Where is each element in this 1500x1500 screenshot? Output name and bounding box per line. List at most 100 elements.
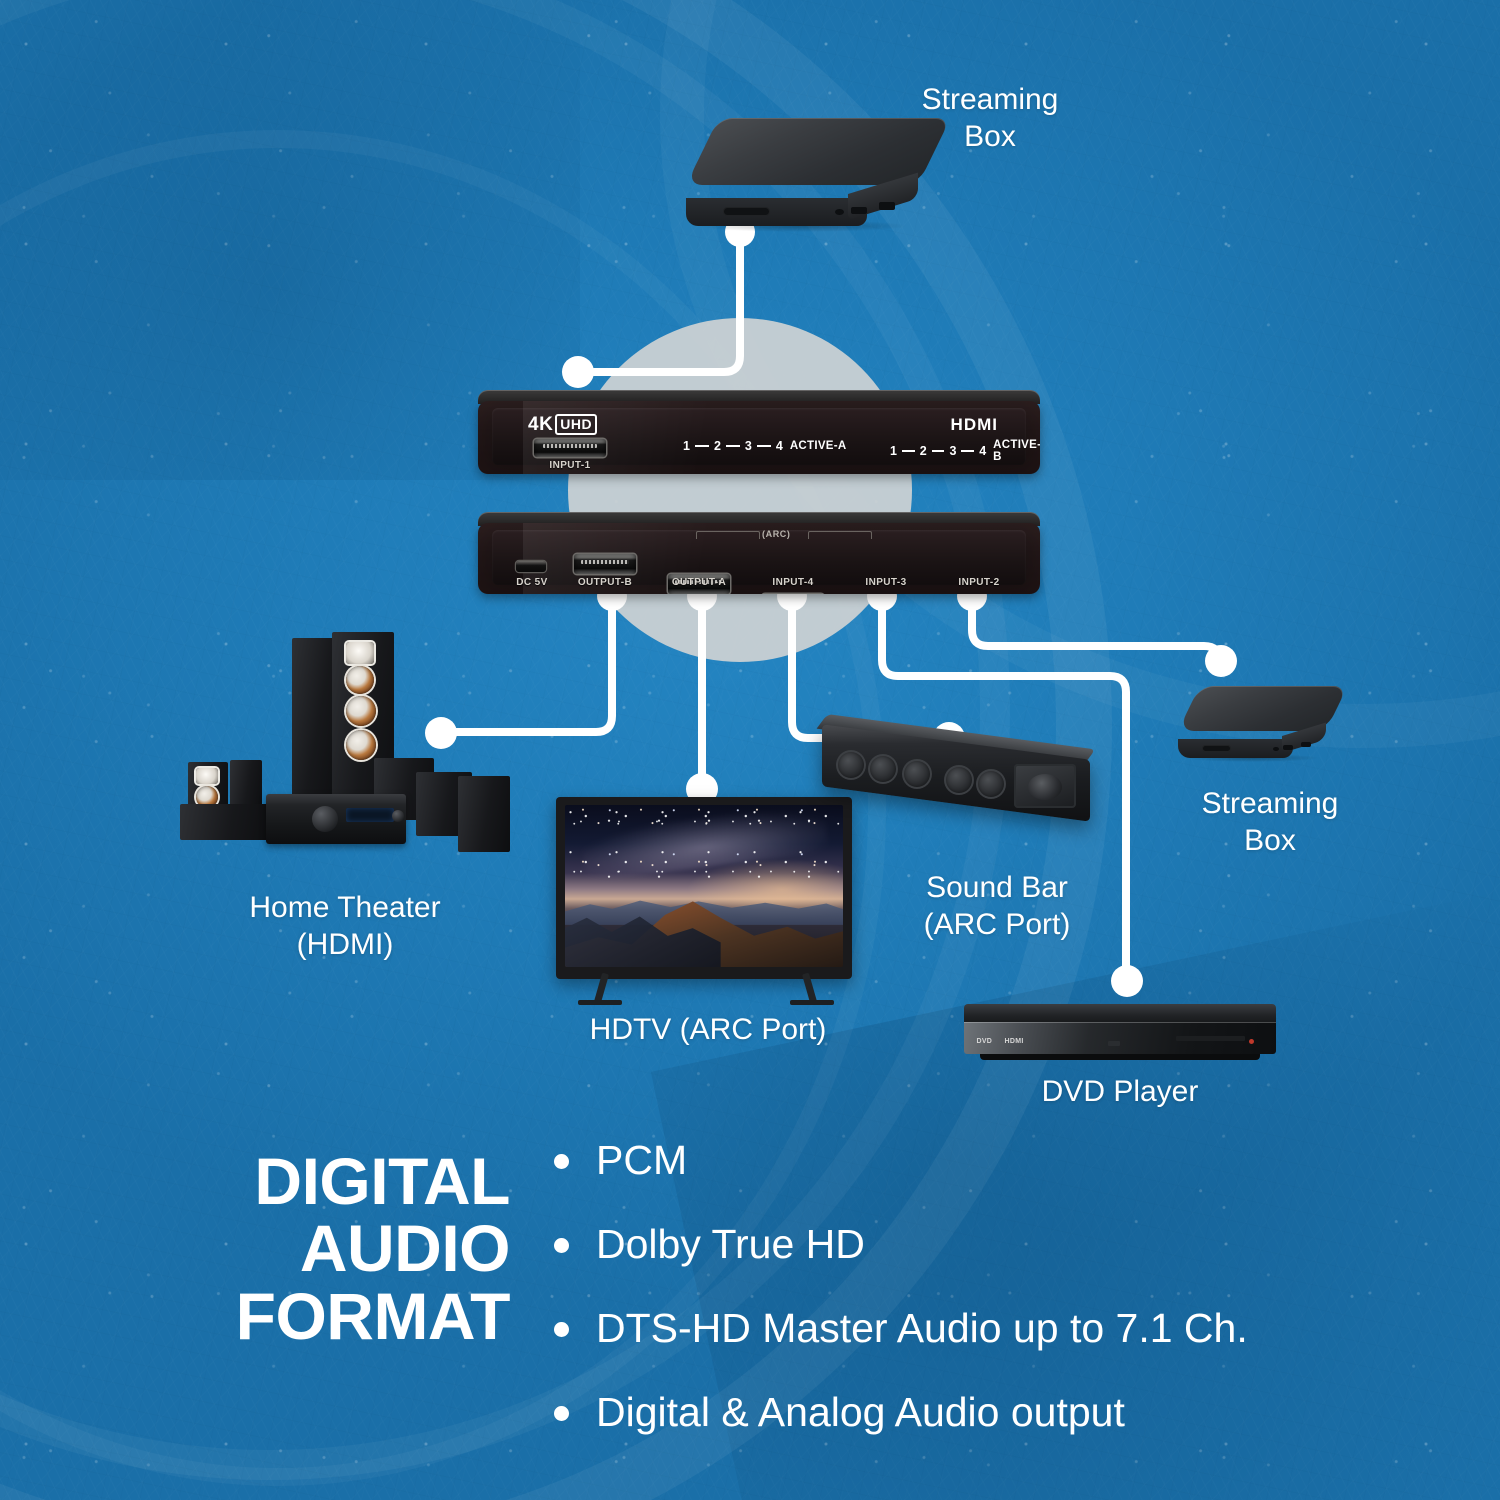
wire-dot-streaming-box-right <box>1205 645 1237 677</box>
port-label-input-4: INPUT-4 <box>772 577 814 588</box>
dc-power-port <box>516 561 546 572</box>
tower-driver-2 <box>346 696 376 726</box>
led-1-b: 1 <box>890 444 897 458</box>
dvd-disc-tray <box>1176 1036 1245 1041</box>
wire-streaming-box-top <box>590 228 744 376</box>
tower-driver-1 <box>346 666 374 694</box>
streaming-box-usb-port <box>850 206 867 215</box>
hdmi-switch-front-panel: 4K UHD HDMI INPUT-1 1 2 3 4 ACTIVE-A 1 2 <box>478 390 1040 474</box>
dvd-player-label: DVD Player <box>970 1074 1270 1111</box>
label-line-1: HDTV (ARC Port) <box>589 1013 827 1046</box>
led-dash <box>725 445 740 447</box>
arc-label: (ARC) <box>762 529 791 539</box>
home-theater-device <box>170 630 510 870</box>
led-active-a-label: ACTIVE-A <box>789 440 847 452</box>
receiver-display <box>346 808 394 822</box>
wire-dot-home-theater <box>425 717 457 749</box>
audio-format-list: PCM Dolby True HD DTS-HD Master Audio up… <box>548 1140 1428 1433</box>
port-label-input-1: INPUT-1 <box>549 460 591 471</box>
streaming-box-usb-port <box>1283 745 1294 751</box>
tv-starfield <box>565 805 843 890</box>
wire-input3-dvd <box>878 592 1130 982</box>
streaming-box-vent <box>1201 745 1232 752</box>
led-indicator-group-a: 1 2 3 4 ACTIVE-A <box>683 439 847 453</box>
port-label-dc-5v: DC 5V <box>516 577 548 588</box>
heading-line-1: DIGITAL <box>254 1144 510 1218</box>
dvd-top-surface <box>964 1004 1276 1024</box>
streaming-box-power-jack <box>1272 746 1279 751</box>
hdmi-logo-front: HDMI <box>950 415 998 434</box>
list-item: PCM <box>548 1140 1428 1181</box>
streaming-box-front-face <box>1178 739 1294 758</box>
led-dash <box>901 450 915 452</box>
tower-speaker-left <box>292 638 334 824</box>
bookshelf-driver <box>196 786 218 808</box>
tv-foot-left <box>578 1000 622 1005</box>
switch-front-face: 4K UHD HDMI INPUT-1 1 2 3 4 ACTIVE-A 1 2 <box>478 401 1040 474</box>
label-line-1: Streaming <box>921 83 1059 116</box>
led-2-a: 2 <box>713 439 721 453</box>
dvd-base <box>979 1054 1261 1060</box>
dvd-hdmi-logo: HDMI <box>1004 1037 1024 1045</box>
led-1-a: 1 <box>683 439 690 453</box>
sound-bar-device <box>816 714 1096 822</box>
badge-4k-text: 4K <box>528 414 554 435</box>
wire-output-b-home-theater <box>452 592 616 736</box>
label-line-2: (HDMI) <box>296 927 394 961</box>
label-line-2: (ARC Port) <box>923 907 1071 941</box>
led-3-a: 3 <box>744 439 752 453</box>
sound-bar-subwoofer-cone <box>1028 774 1062 800</box>
hdtv-label: HDTV (ARC Port) <box>508 1012 908 1049</box>
list-item: DTS-HD Master Audio up to 7.1 Ch. <box>548 1308 1428 1349</box>
led-dash <box>694 445 709 447</box>
subwoofer <box>458 776 510 852</box>
label-line-1: Streaming <box>1201 787 1339 820</box>
label-line-1: Sound Bar <box>926 871 1068 904</box>
list-item: Digital & Analog Audio output <box>548 1392 1428 1433</box>
dvd-power-led <box>1249 1038 1255 1044</box>
hdmi-port-output-b <box>574 554 636 574</box>
streaming-box-vent <box>723 206 770 217</box>
sound-bar-driver-5 <box>976 769 1006 799</box>
tower-driver-3 <box>346 730 376 760</box>
led-2-b: 2 <box>919 444 927 458</box>
dvd-disc-logo: DVD <box>976 1037 993 1045</box>
streaming-box-top-device <box>686 118 951 233</box>
led-3-b: 3 <box>949 444 957 458</box>
hdmi-port-output-a <box>668 574 730 594</box>
bookshelf-speaker-second <box>230 760 262 810</box>
led-dash <box>961 450 975 452</box>
dvd-usb-port <box>1107 1040 1120 1046</box>
port-label-input-3: INPUT-3 <box>865 577 907 588</box>
wire-input2-streaming-box <box>968 592 1224 666</box>
switch-back-top-edge <box>478 512 1040 526</box>
switch-back-face: (ARC) DC 5V OUTPUT-B OUTPUT-A INPUT-4 IN… <box>478 523 1040 594</box>
label-line-1: Home Theater <box>249 891 441 924</box>
label-line-2: Box <box>1244 823 1296 857</box>
dvd-front-face: DVD HDMI <box>964 1021 1276 1054</box>
led-dash <box>756 445 771 447</box>
streaming-box-power-jack <box>834 208 844 216</box>
wire-input4-soundbar <box>788 592 938 742</box>
port-label-output-a: OUTPUT-A <box>671 577 727 588</box>
badge-uhd-text: UHD <box>555 414 598 435</box>
list-item: Dolby True HD <box>548 1224 1428 1265</box>
tv-screen <box>565 805 843 967</box>
heading-line-3: FORMAT <box>235 1278 511 1353</box>
sound-bar-driver-2 <box>868 754 898 784</box>
heading-line-2: AUDIO <box>299 1211 511 1286</box>
sound-bar-driver-3 <box>902 759 932 789</box>
wire-dot-dvd <box>1111 965 1143 997</box>
label-line-1: DVD Player <box>1041 1075 1199 1108</box>
home-theater-label: Home Theater (HDMI) <box>150 890 540 963</box>
arc-bracket-right <box>808 531 872 539</box>
arc-bracket-left <box>696 531 760 539</box>
streaming-box-top-label: Streaming Box <box>830 82 1150 155</box>
badge-4k-uhd: 4K UHD <box>528 414 598 435</box>
led-indicator-group-b: 1 2 3 4 ACTIVE-B <box>890 439 1040 463</box>
hdmi-switch-back-panel: (ARC) DC 5V OUTPUT-B OUTPUT-A INPUT-4 IN… <box>478 512 1040 594</box>
hdmi-port-input-1 <box>534 439 606 457</box>
switch-top-edge <box>478 390 1040 404</box>
port-label-output-b: OUTPUT-B <box>577 577 633 588</box>
